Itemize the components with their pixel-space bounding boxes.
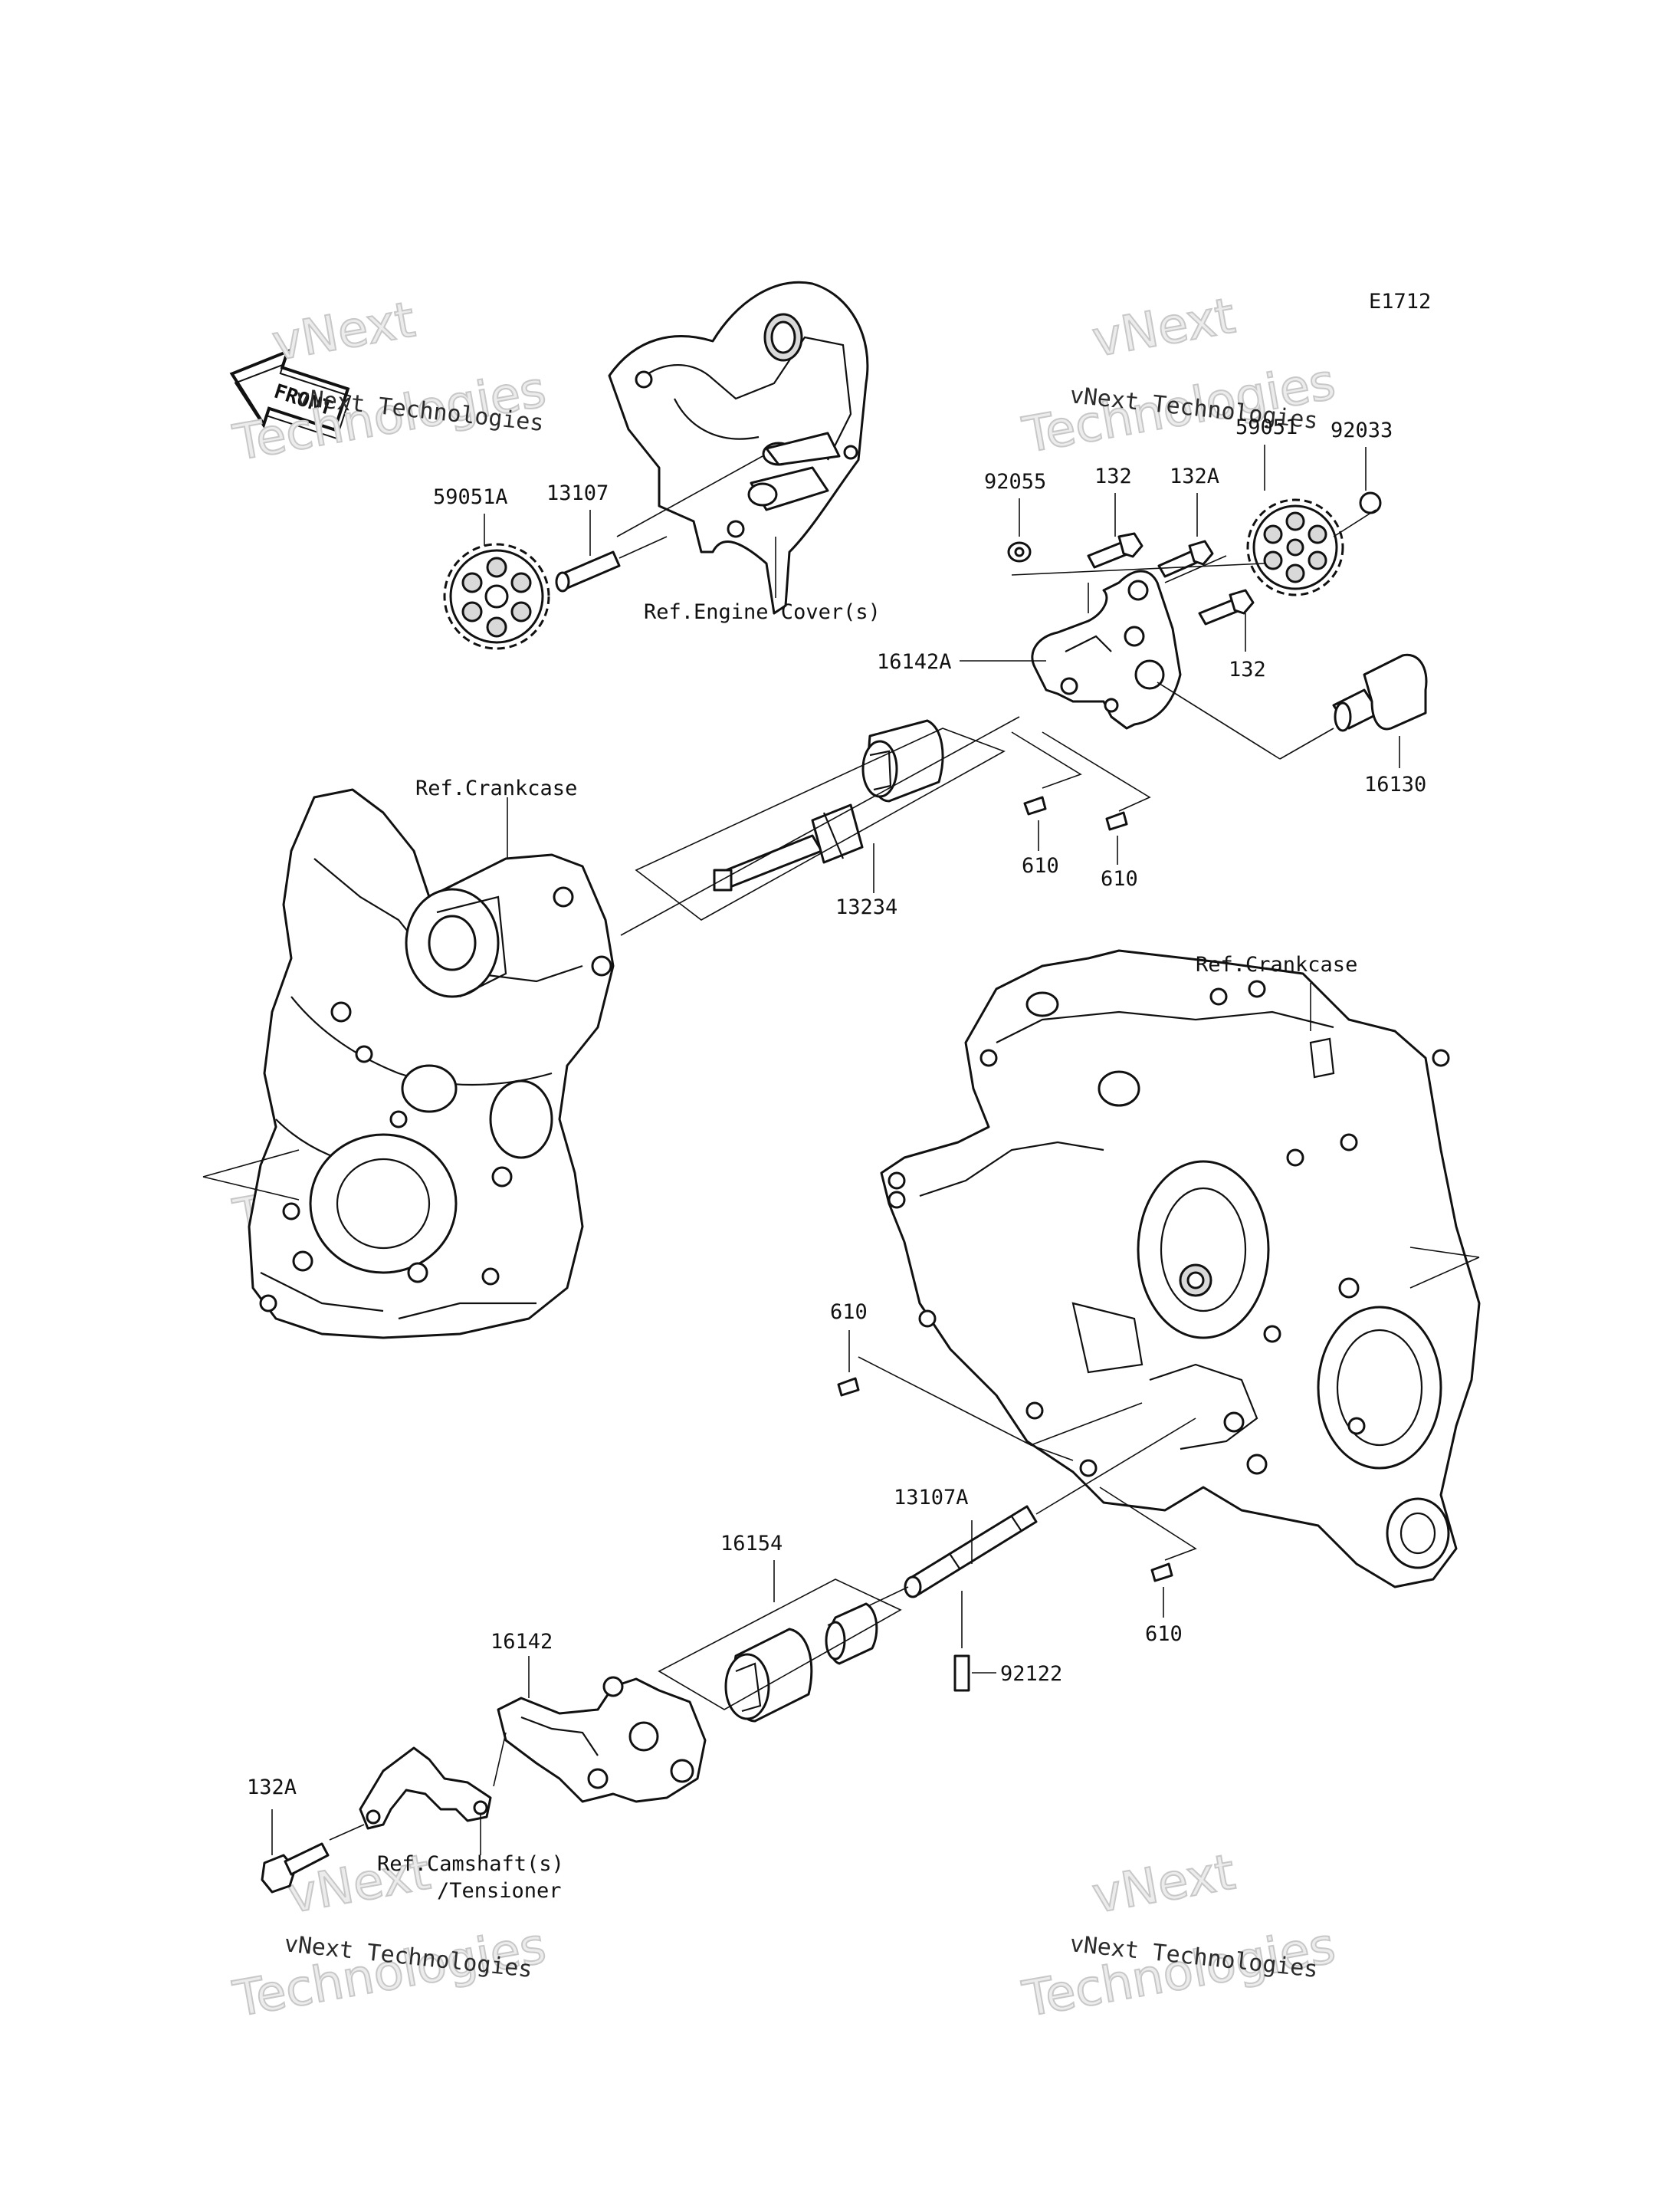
- watermark-large-text: vNext: [1088, 1844, 1239, 1924]
- bolt-132A-bottom-drawing: [261, 1842, 330, 1894]
- axis-line: [1164, 555, 1227, 583]
- part-16130-label: 16130: [1364, 773, 1426, 797]
- ref-engine-cover-label: Ref.Engine Cover(s): [644, 600, 881, 624]
- bolt-132-right-drawing: [1198, 589, 1255, 626]
- watermark-large-text: vNext: [1088, 287, 1239, 368]
- washer-hole: [1014, 547, 1025, 557]
- axis-line: [202, 1176, 300, 1201]
- part-16154-label: 16154: [720, 1532, 783, 1555]
- shaft-13107A-drawing: [904, 1505, 1038, 1598]
- dowel-leader-lines: [1011, 731, 1151, 812]
- rotor-13234-drawing: [713, 719, 944, 892]
- axis-line: [329, 1824, 365, 1841]
- part-132-top-label: 132: [1094, 465, 1132, 488]
- leader-line: [1157, 682, 1281, 760]
- diagram-code: E1712: [1369, 290, 1431, 314]
- part-16142A-label: 16142A: [877, 650, 952, 674]
- part-59051-label: 59051: [1235, 416, 1298, 439]
- gear-59051A-drawing: [443, 543, 550, 650]
- part-16142-label: 16142: [491, 1630, 553, 1654]
- pump-body-16142A-drawing: [1031, 570, 1182, 730]
- axis-line: [1011, 563, 1265, 576]
- tensioner-bracket-drawing: [359, 1746, 492, 1830]
- part-610-d-label: 610: [1145, 1622, 1183, 1646]
- group-bracket-16154: [658, 1578, 902, 1710]
- dowel-leader-lines: [1099, 1486, 1197, 1561]
- part-92055-label: 92055: [984, 470, 1046, 494]
- crankcase-left-drawing: [248, 788, 615, 1339]
- front-arrow-icon: FRONT: [229, 349, 352, 440]
- axis-line: [1333, 509, 1376, 537]
- ref-crankcase-right-label: Ref.Crankcase: [1196, 953, 1357, 977]
- leader-line: [1279, 728, 1334, 760]
- dowel-610-c-drawing: [837, 1377, 860, 1397]
- dowel-610-a-drawing: [1023, 796, 1047, 816]
- pump-body-16142-drawing: [497, 1676, 707, 1803]
- part-59051A-label: 59051A: [433, 485, 508, 509]
- axis-line: [1409, 1247, 1480, 1258]
- ref-tensioner-label: /Tensioner: [437, 1879, 562, 1903]
- watermark-bottom-right: Technologies vNext vNext Technologies: [1018, 1843, 1340, 2029]
- axis-line: [493, 1732, 507, 1787]
- part-610-c-label: 610: [830, 1300, 868, 1324]
- pin-92122-drawing: [953, 1654, 970, 1692]
- axis-line: [1409, 1257, 1480, 1289]
- shaft-13107-drawing: [555, 550, 621, 593]
- axis-line: [202, 1149, 300, 1178]
- dowel-leader-lines: [858, 1356, 1143, 1461]
- dowel-610-b-drawing: [1105, 811, 1128, 831]
- part-610-a-label: 610: [1022, 854, 1059, 878]
- leader-line: [619, 536, 668, 559]
- part-13107-label: 13107: [546, 481, 609, 505]
- dowel-610-d-drawing: [1150, 1562, 1173, 1582]
- part-13234-label: 13234: [835, 895, 897, 919]
- circlip-92033-drawing: [1359, 491, 1382, 514]
- axis-line: [620, 716, 1020, 936]
- bolt-132-top-drawing: [1087, 532, 1144, 569]
- part-13107A-label: 13107A: [894, 1486, 969, 1509]
- gear-59051-drawing: [1246, 498, 1344, 596]
- ref-crankcase-left-label: Ref.Crankcase: [415, 777, 577, 800]
- part-92122-label: 92122: [1000, 1662, 1062, 1686]
- part-610-b-label: 610: [1101, 867, 1138, 891]
- axis-line: [1035, 1418, 1196, 1515]
- part-132A-top-label: 132A: [1170, 465, 1219, 488]
- engine-cover-drawing: [608, 281, 869, 615]
- rotor-16154-drawing: [724, 1602, 878, 1723]
- part-132-right-label: 132: [1229, 658, 1266, 682]
- leader-line: [616, 455, 763, 537]
- crankcase-right-drawing: [880, 949, 1481, 1588]
- part-132A-bottom-label: 132A: [247, 1776, 297, 1799]
- plug-16130-drawing: [1332, 653, 1428, 732]
- bolt-132A-top-drawing: [1157, 540, 1214, 578]
- ref-camshaft-label: Ref.Camshaft(s): [377, 1852, 564, 1876]
- watermark-large-text: vNext: [268, 291, 419, 372]
- part-92033-label: 92033: [1331, 419, 1393, 442]
